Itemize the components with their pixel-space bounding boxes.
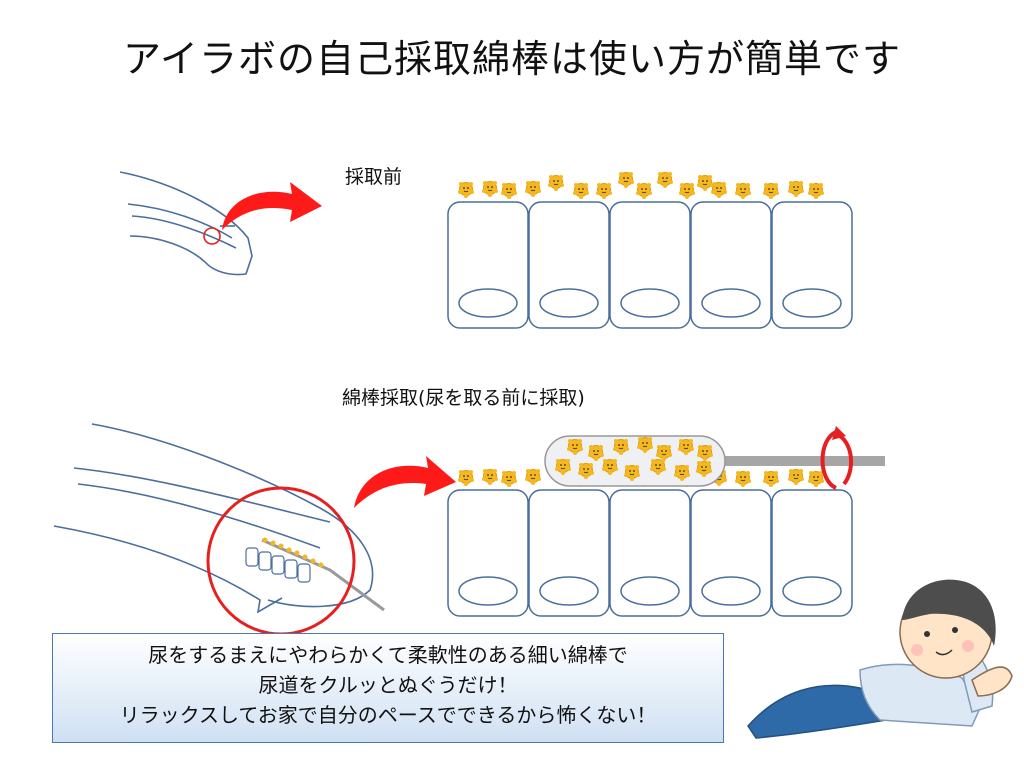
focus-circle-icon: [203, 227, 221, 245]
info-box: 尿をするまえにやわらかくて柔軟性のある細い綿棒で 尿道をクルッとぬぐうだけ！ リ…: [52, 633, 724, 743]
anatomy-sketch-before: [119, 171, 253, 276]
tiny-cells: [245, 547, 311, 583]
label-swab-sampling: 綿棒採取(尿を取る前に採取): [342, 387, 585, 409]
info-line-3: リラックスしてお家で自分のペースでできるから怖くない！: [119, 703, 657, 727]
red-arrow-icon-2: [354, 456, 456, 508]
red-arrow-icon: [222, 182, 322, 230]
cotton-swab: [544, 435, 885, 487]
info-line-1: 尿をするまえにやわらかくて柔軟性のある細い綿棒で: [148, 643, 628, 667]
rotate-arrow-icon: [820, 426, 853, 490]
reclining-man-icon: [747, 579, 1013, 739]
epithelium-before: [447, 201, 853, 329]
epithelium-swab: [447, 489, 853, 617]
bacteria-row-before: [458, 172, 824, 199]
page-title: アイラボの自己採取綿棒は使い方が簡単です: [122, 37, 902, 81]
label-before-sampling: 採取前: [345, 166, 403, 188]
anatomy-sketch-swab: [53, 423, 385, 636]
info-line-2: 尿道をクルッとぬぐうだけ！: [258, 673, 518, 697]
